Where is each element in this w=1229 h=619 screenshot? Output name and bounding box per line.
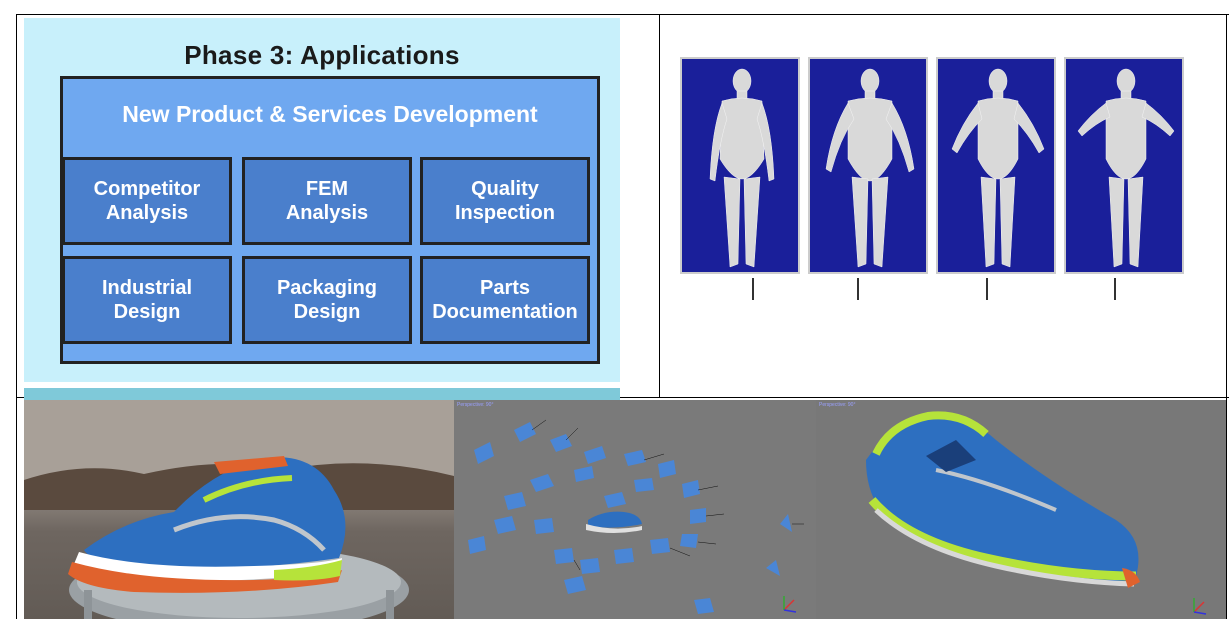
- table-right-border: [1226, 14, 1227, 619]
- body-figure: [709, 68, 775, 268]
- body-figure: [951, 68, 1045, 268]
- viewport-label: Perspective: 90°: [819, 402, 856, 408]
- phase-title: Phase 3: Applications: [184, 40, 460, 70]
- cell-competitor-analysis: Competitor Analysis: [62, 157, 232, 245]
- cell-packaging-design: Packaging Design: [242, 256, 412, 344]
- scan-tick-3: [986, 278, 988, 300]
- cell-industrial-design: Industrial Design: [62, 256, 232, 344]
- cell-label: Competitor Analysis: [93, 178, 201, 224]
- shoe-photo: [24, 400, 454, 619]
- scan-tick-1: [752, 278, 754, 300]
- body-scan-4: [1064, 57, 1184, 274]
- body-scans: [680, 57, 1185, 274]
- table-left-border: [16, 14, 17, 619]
- viewport-label: Perspective: 90°: [457, 402, 494, 408]
- cell-label: Quality Inspection: [454, 178, 555, 224]
- cell-quality-inspection: Quality Inspection: [420, 157, 590, 245]
- point-cloud-shoe-image: [866, 411, 1207, 615]
- scan-tick-2: [857, 278, 859, 300]
- cell-fem-analysis: FEM Analysis: [242, 157, 412, 245]
- shoe-on-stool-image: [24, 400, 454, 619]
- phase-diagram: Phase 3: Applications New Product & Serv…: [24, 18, 620, 400]
- cell-label: Parts Documentation: [432, 277, 578, 323]
- cell-label: FEM Analysis: [285, 178, 369, 224]
- cell-label: Packaging Design: [276, 277, 378, 323]
- table-top-border: [16, 14, 1229, 15]
- camera-planes-image: [468, 419, 804, 614]
- body-scan-3: [936, 57, 1056, 274]
- body-scan-2: [808, 57, 928, 274]
- table-middle-border: [16, 397, 1229, 398]
- scan-tick-4: [1114, 278, 1116, 300]
- body-figure: [825, 68, 915, 268]
- cell-label: Industrial Design: [101, 277, 192, 323]
- body-figure: [1077, 68, 1175, 268]
- phase-subtitle: New Product & Services Development: [122, 101, 538, 127]
- cell-parts-documentation: Parts Documentation: [420, 256, 590, 344]
- point-cloud-view: Perspective: 90°: [816, 400, 1226, 619]
- camera-reconstruction: Perspective: 90°: [454, 400, 816, 619]
- table-center-divider: [659, 14, 660, 397]
- phase-bottom-strip: [24, 388, 620, 400]
- body-scan-1: [680, 57, 800, 274]
